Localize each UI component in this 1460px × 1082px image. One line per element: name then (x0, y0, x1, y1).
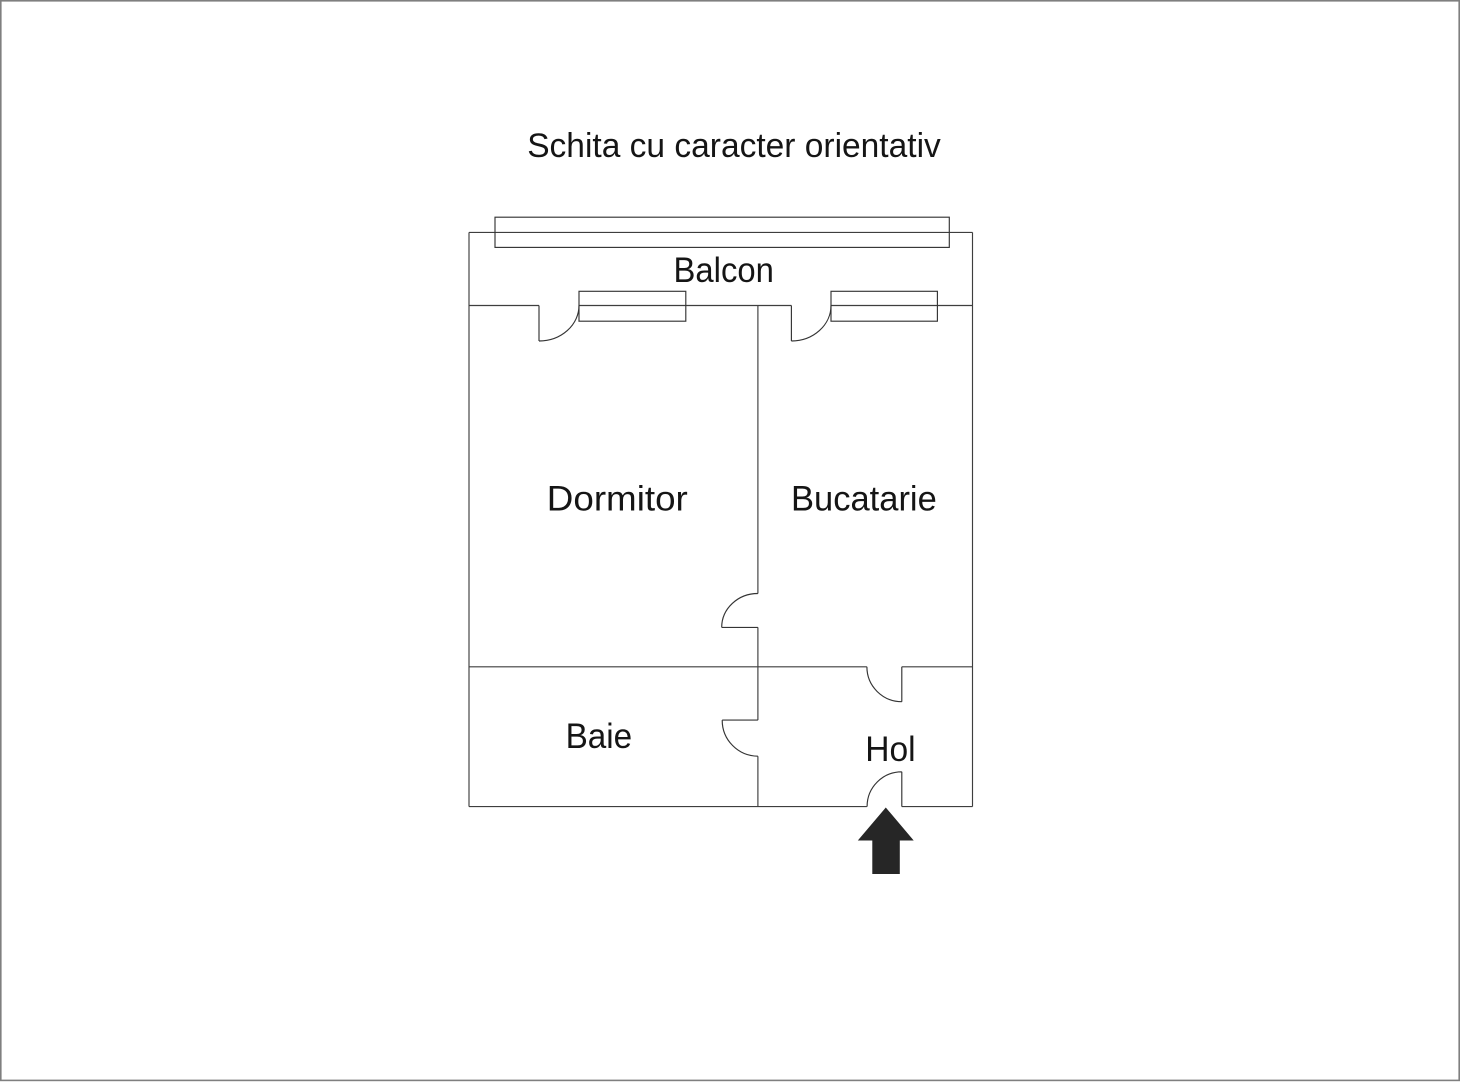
svg-text:Dormitor: Dormitor (547, 478, 688, 518)
svg-text:Balcon: Balcon (674, 250, 774, 290)
svg-text:Hol: Hol (865, 729, 915, 769)
svg-text:Bucatarie: Bucatarie (791, 479, 937, 519)
svg-text:Schita cu caracter orientativ: Schita cu caracter orientativ (527, 127, 941, 165)
svg-text:Baie: Baie (566, 716, 633, 756)
